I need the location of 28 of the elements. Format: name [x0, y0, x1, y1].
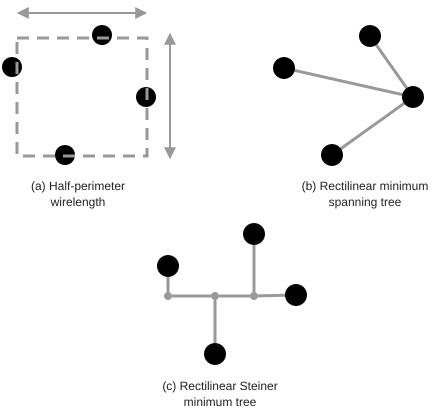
steiner-point — [250, 292, 258, 300]
wire — [172, 294, 211, 298]
pin-dot — [321, 144, 343, 166]
pin-dot — [55, 145, 75, 165]
pin-dot — [204, 343, 226, 365]
wire — [375, 44, 408, 89]
wire — [214, 300, 216, 343]
pin-dot — [157, 255, 179, 277]
pin-dot — [402, 86, 424, 108]
pin-dot — [273, 57, 295, 79]
pin-dot — [285, 284, 307, 306]
wire — [258, 294, 286, 298]
wire — [340, 102, 405, 150]
bounding-box — [16, 36, 148, 158]
pin-dot — [359, 25, 381, 47]
steiner-point — [164, 292, 172, 300]
caption: (c) Rectilinear Steiner minimum tree — [161, 378, 279, 410]
pin-dot — [243, 223, 265, 245]
wire — [219, 294, 250, 298]
pin-dot — [2, 57, 22, 77]
caption: (b) Rectilinear minimum spanning tree — [300, 178, 430, 210]
caption: (a) Half-perimeter wirelength — [30, 178, 126, 210]
wire — [294, 68, 403, 96]
steiner-point — [211, 292, 219, 300]
wire — [166, 277, 170, 292]
wire — [252, 245, 256, 292]
pin-dot — [92, 25, 112, 45]
pin-dot — [136, 87, 156, 107]
